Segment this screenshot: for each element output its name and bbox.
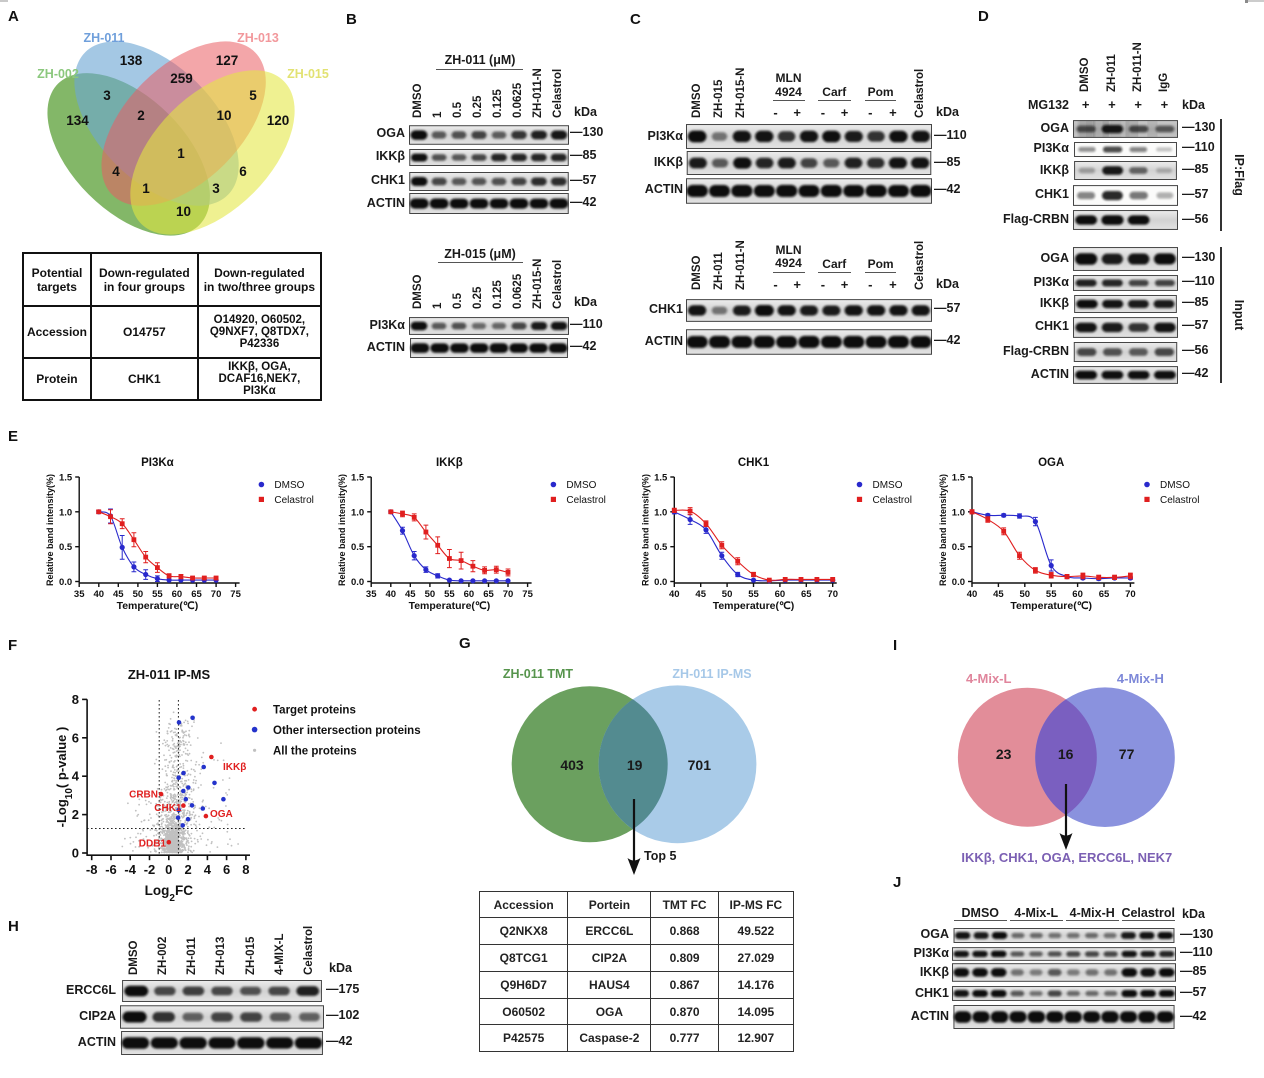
svg-text:60: 60	[464, 589, 475, 600]
svg-text:65: 65	[191, 589, 202, 600]
svg-text:1.5: 1.5	[351, 473, 365, 484]
svg-text:IKKβ: IKKβ	[436, 457, 463, 469]
svg-text:Temperature(℃): Temperature(℃)	[1010, 600, 1092, 612]
svg-text:Celastrol: Celastrol	[274, 495, 313, 506]
svg-text:0.5: 0.5	[952, 542, 966, 553]
svg-text:45: 45	[695, 589, 706, 600]
svg-text:2: 2	[72, 807, 79, 822]
svg-text:50: 50	[425, 589, 436, 600]
svg-text:65: 65	[483, 589, 494, 600]
svg-text:65: 65	[801, 589, 812, 600]
svg-text:8: 8	[72, 692, 79, 707]
svg-text:CHK1: CHK1	[738, 457, 770, 469]
svg-text:DMSO: DMSO	[1160, 480, 1190, 491]
svg-text:45: 45	[993, 589, 1004, 600]
svg-text:Celastrol: Celastrol	[873, 495, 912, 506]
svg-text:65: 65	[1099, 589, 1110, 600]
svg-text:55: 55	[1046, 589, 1057, 600]
svg-text:0.0: 0.0	[351, 577, 364, 588]
svg-text:0.0: 0.0	[59, 577, 72, 588]
svg-text:Temperature(℃): Temperature(℃)	[117, 600, 199, 612]
svg-text:0.0: 0.0	[654, 577, 667, 588]
svg-text:35: 35	[74, 589, 85, 600]
svg-text:0.5: 0.5	[654, 542, 668, 553]
svg-text:45: 45	[113, 589, 124, 600]
svg-text:0.0: 0.0	[952, 577, 965, 588]
svg-text:4: 4	[204, 862, 212, 877]
svg-text:PI3Kα: PI3Kα	[141, 457, 174, 469]
svg-text:Relative band intensity(%): Relative band intensity(%)	[938, 474, 948, 586]
svg-text:75: 75	[522, 589, 533, 600]
svg-text:4: 4	[72, 769, 80, 784]
svg-text:-2: -2	[144, 862, 156, 877]
svg-text:Target proteins: Target proteins	[273, 705, 356, 717]
svg-text:6: 6	[223, 862, 230, 877]
svg-text:6: 6	[72, 730, 79, 745]
svg-text:Celastrol: Celastrol	[1160, 495, 1199, 506]
svg-text:0: 0	[165, 862, 172, 877]
svg-text:All the proteins: All the proteins	[273, 746, 357, 758]
svg-text:40: 40	[669, 589, 680, 600]
svg-text:70: 70	[503, 589, 514, 600]
svg-text:70: 70	[211, 589, 222, 600]
svg-text:Log2FC: Log2FC	[145, 883, 194, 904]
svg-text:OGA: OGA	[1038, 457, 1064, 469]
svg-text:DMSO: DMSO	[873, 480, 903, 491]
svg-text:70: 70	[827, 589, 838, 600]
svg-text:55: 55	[444, 589, 455, 600]
svg-text:0: 0	[72, 846, 79, 861]
svg-text:Relative band intensity(%): Relative band intensity(%)	[45, 474, 55, 586]
svg-text:2: 2	[184, 862, 191, 877]
svg-text:1.0: 1.0	[351, 507, 364, 518]
svg-text:DMSO: DMSO	[274, 480, 304, 491]
svg-text:0.5: 0.5	[59, 542, 73, 553]
svg-text:Other intersection proteins: Other intersection proteins	[273, 725, 421, 737]
svg-text:IKKβ: IKKβ	[223, 762, 246, 773]
svg-text:70: 70	[1125, 589, 1136, 600]
svg-text:DMSO: DMSO	[566, 480, 596, 491]
svg-text:8: 8	[242, 862, 249, 877]
svg-text:1.5: 1.5	[952, 473, 966, 484]
svg-text:55: 55	[152, 589, 163, 600]
svg-text:ZH-011 IP-MS: ZH-011 IP-MS	[128, 667, 211, 682]
svg-text:45: 45	[405, 589, 416, 600]
svg-text:CHK1: CHK1	[154, 803, 182, 814]
svg-text:-6: -6	[105, 862, 117, 877]
svg-text:1.0: 1.0	[952, 507, 965, 518]
svg-text:50: 50	[722, 589, 733, 600]
svg-text:40: 40	[94, 589, 105, 600]
svg-text:Temperature(℃): Temperature(℃)	[713, 600, 795, 612]
svg-text:1.0: 1.0	[59, 507, 72, 518]
svg-text:1.5: 1.5	[654, 473, 668, 484]
svg-text:1.5: 1.5	[59, 473, 73, 484]
svg-text:35: 35	[366, 589, 377, 600]
svg-text:60: 60	[172, 589, 183, 600]
svg-text:Temperature(℃): Temperature(℃)	[409, 600, 491, 612]
svg-text:OGA: OGA	[210, 809, 233, 820]
svg-text:-4: -4	[124, 862, 136, 877]
svg-text:-8: -8	[86, 862, 98, 877]
svg-text:50: 50	[133, 589, 144, 600]
svg-text:1.0: 1.0	[654, 507, 667, 518]
svg-text:CRBN: CRBN	[129, 790, 158, 801]
svg-text:55: 55	[748, 589, 759, 600]
svg-text:40: 40	[967, 589, 978, 600]
svg-text:60: 60	[1072, 589, 1083, 600]
svg-text:Relative band intensity(%): Relative band intensity(%)	[640, 474, 650, 586]
svg-text:60: 60	[775, 589, 786, 600]
svg-text:Relative band intensity(%): Relative band intensity(%)	[337, 474, 347, 586]
svg-text:DDB1: DDB1	[139, 839, 167, 850]
svg-text:75: 75	[230, 589, 241, 600]
svg-text:40: 40	[386, 589, 397, 600]
svg-text:50: 50	[1020, 589, 1031, 600]
svg-text:0.5: 0.5	[351, 542, 365, 553]
svg-text:Celastrol: Celastrol	[566, 495, 605, 506]
